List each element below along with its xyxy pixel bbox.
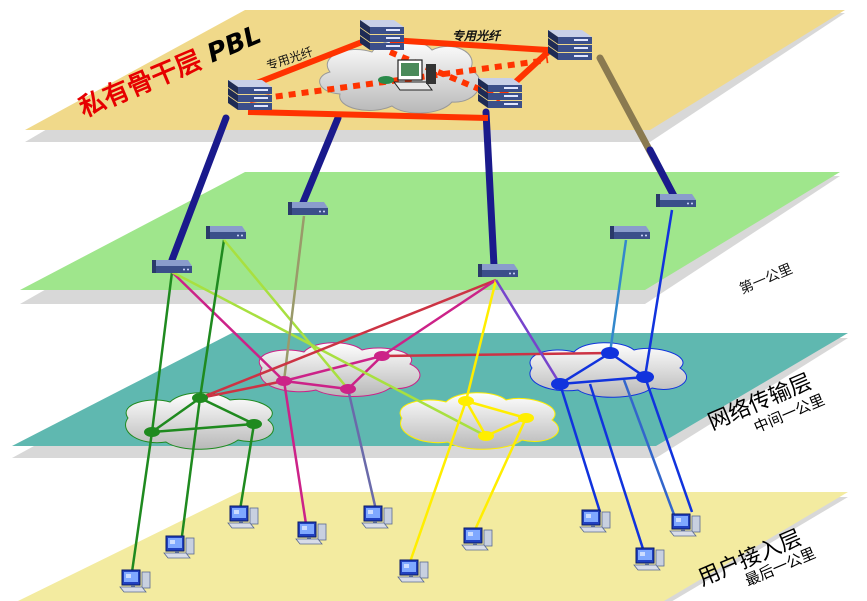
router-icon	[206, 226, 246, 239]
access-plane	[18, 492, 848, 601]
uplink-pipe	[482, 108, 498, 270]
blue-node	[551, 378, 569, 390]
first-mile-plane	[20, 172, 840, 290]
magenta-node	[340, 384, 356, 394]
fiber-label: 专用光纤	[452, 29, 502, 43]
uplink-pipes	[168, 54, 678, 270]
uplink-pipe	[168, 114, 230, 264]
magenta-node	[276, 376, 292, 386]
backbone-server-icon	[478, 78, 522, 108]
yellow-node	[518, 413, 534, 423]
backbone-server-icon	[360, 20, 404, 50]
green-cloud	[125, 392, 274, 450]
router-icon	[610, 226, 650, 239]
router-icon	[288, 202, 328, 215]
workstation-icon	[378, 59, 436, 91]
uplink-pipe	[298, 114, 342, 209]
router-icon	[656, 194, 696, 207]
green-node	[246, 419, 262, 429]
transport-nodes	[144, 347, 654, 441]
green-node	[192, 393, 208, 403]
blue-node	[636, 371, 654, 383]
first-mile-links	[150, 209, 674, 438]
router-icon	[478, 264, 518, 277]
yellow-node	[478, 431, 494, 441]
uplink-pipe	[646, 146, 678, 200]
magenta-node	[374, 351, 390, 361]
backbone-server-icon	[548, 30, 592, 60]
access-links	[130, 376, 694, 573]
blue-node	[601, 347, 619, 359]
first-mile-label: 第一公里	[737, 260, 795, 298]
backbone-server-icon	[228, 80, 272, 110]
yellow-node	[458, 396, 474, 406]
green-node	[144, 427, 160, 437]
yellow-cloud	[399, 392, 559, 450]
router-icon	[152, 260, 192, 273]
